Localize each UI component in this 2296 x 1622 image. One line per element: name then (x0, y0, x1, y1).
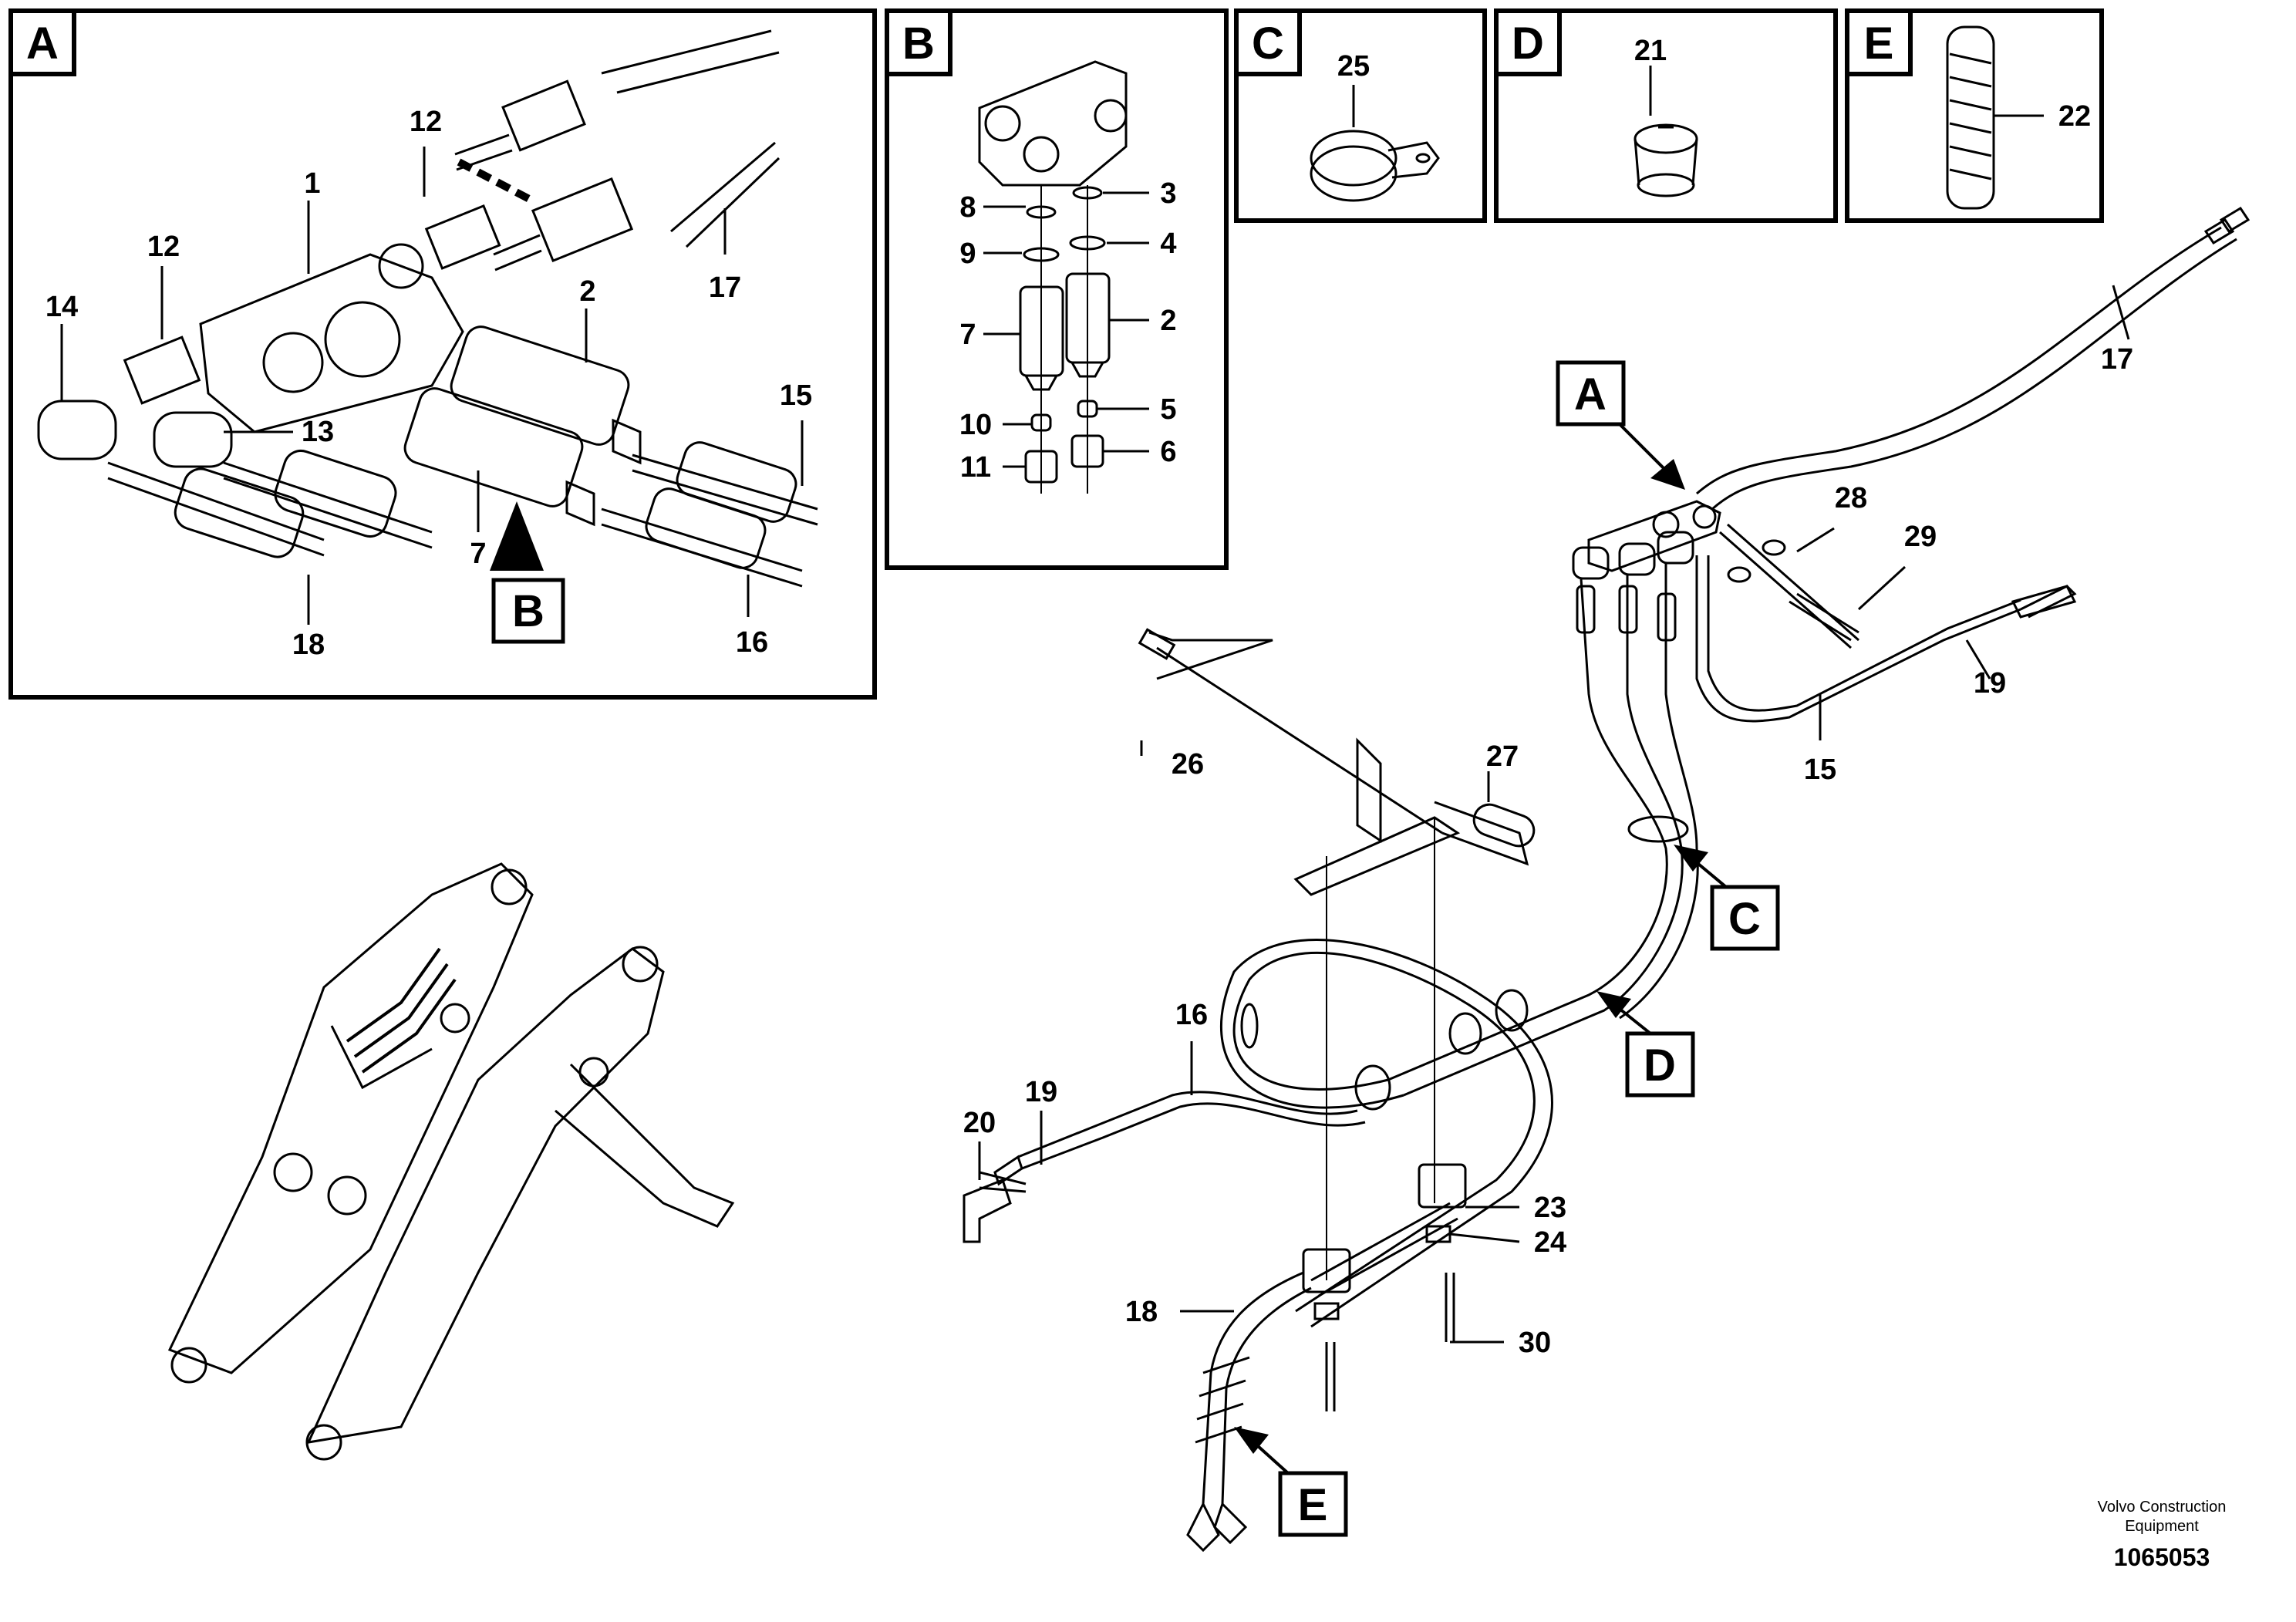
callout-28: 28 (1835, 482, 1867, 514)
main-leaders (978, 285, 2130, 1344)
callout-7: 7 (470, 538, 486, 570)
callout-2: 2 (579, 275, 595, 308)
view-b-label: B (512, 586, 544, 636)
callout-25: 25 (1337, 50, 1370, 83)
brand-line-2: Equipment (2125, 1518, 2199, 1535)
footer: Volvo Construction Equipment 1065053 (2098, 1499, 2227, 1571)
panel-a-leaders (60, 147, 804, 625)
callout-9: 9 (959, 238, 976, 270)
panel-a-letter: A (26, 19, 59, 69)
callout-17: 17 (709, 271, 741, 304)
callout-17-main: 17 (2101, 343, 2133, 376)
callout-23: 23 (1534, 1192, 1566, 1224)
panel-b-leaders (983, 191, 1149, 468)
callout-1: 1 (304, 167, 320, 200)
panel-c: C 25 (1234, 8, 1487, 223)
callout-3: 3 (1160, 177, 1176, 210)
view-d-marker: D (1596, 991, 1695, 1098)
callout-6: 6 (1160, 436, 1176, 468)
callout-10: 10 (959, 409, 992, 441)
callout-27: 27 (1486, 740, 1519, 773)
clamp-25-drawing (1310, 130, 1440, 202)
panel-e-letter: E (1864, 19, 1894, 69)
callout-30: 30 (1519, 1327, 1551, 1359)
panel-b: B (885, 8, 1229, 570)
callout-12-lower: 12 (147, 231, 180, 263)
brand-line-1: Volvo Construction (2098, 1499, 2227, 1516)
grommet-21-drawing (1633, 123, 1698, 197)
loader-arm-drawing (167, 862, 735, 1461)
callout-18: 18 (292, 629, 325, 661)
callout-14: 14 (46, 291, 78, 323)
main-assembly-drawing (963, 206, 2250, 1553)
callout-24: 24 (1534, 1226, 1566, 1259)
panel-a-drawing (37, 29, 818, 588)
panel-c-letter: C (1252, 19, 1284, 69)
view-a-label: A (1574, 369, 1607, 420)
callout-8: 8 (959, 191, 976, 224)
callout-29: 29 (1904, 521, 1937, 553)
callout-11: 11 (960, 451, 991, 484)
panel-e: E 22 (1845, 8, 2104, 223)
view-d-label: D (1644, 1040, 1676, 1091)
view-b-marker: B (490, 501, 565, 644)
callout-7b: 7 (959, 319, 976, 351)
callout-22: 22 (2058, 100, 2091, 133)
document-number: 1065053 (2114, 1543, 2210, 1571)
callout-20: 20 (963, 1107, 996, 1139)
view-e-marker: E (1234, 1427, 1348, 1537)
view-a-marker: A (1556, 360, 1685, 490)
callout-4: 4 (1160, 228, 1176, 260)
callout-16-main: 16 (1175, 999, 1208, 1031)
panel-d-letter: D (1512, 19, 1544, 69)
callout-5: 5 (1160, 393, 1176, 426)
view-c-marker: C (1674, 845, 1780, 951)
panel-d: D 21 (1494, 8, 1838, 223)
callout-26: 26 (1172, 748, 1204, 781)
panel-a: A (8, 8, 877, 700)
callout-13: 13 (302, 416, 334, 448)
callout-12-upper: 12 (410, 106, 442, 138)
callout-19-right: 19 (1974, 667, 2006, 700)
callout-2b: 2 (1160, 305, 1176, 337)
view-e-label: E (1298, 1480, 1328, 1530)
spiral-guard-22-drawing (1946, 25, 1995, 210)
callout-19-left: 19 (1025, 1076, 1057, 1108)
callout-21: 21 (1634, 35, 1667, 67)
callout-16: 16 (736, 626, 768, 659)
panel-b-letter: B (902, 19, 935, 69)
callout-15: 15 (780, 379, 812, 412)
callout-15-main: 15 (1804, 754, 1836, 786)
view-c-label: C (1728, 894, 1761, 944)
callout-18-main: 18 (1125, 1296, 1158, 1328)
